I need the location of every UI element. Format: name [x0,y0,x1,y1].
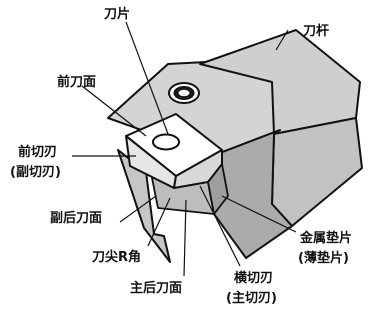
label-major-flank: 主后刀面 [130,280,182,296]
label-shim-line1: 金属垫片 [299,230,352,246]
shank-front-face [211,129,293,259]
label-shim-line2: (薄垫片) [298,250,349,266]
lock-screw [168,82,200,104]
leader-shim [221,195,297,233]
label-nose-radius: 刀尖R角 [92,249,141,265]
label-minor-flank: 副后刀面 [50,210,102,226]
leader-side-edge [199,185,241,267]
label-shank: 刀杆 [303,23,329,39]
insert-front-face [125,135,177,189]
leader-shank [275,29,289,51]
insert-side-face [173,149,223,189]
insert-hole-icon [152,133,180,151]
label-side-edge-line2: (主切刃) [226,290,277,306]
leader-minor-flank [119,195,157,223]
leader-nose-radius [147,197,171,247]
label-front-edge-line1: 前切刃 [18,144,57,160]
label-rake-face: 前刀面 [57,74,96,90]
screw-inner-icon [177,88,191,98]
leader-major-flank [183,199,187,277]
label-front-edge-line2: (副切刃) [10,165,61,180]
shank-side-face [271,117,363,227]
label-side-edge-line1: 横切刃 [234,270,273,286]
leader-rake-face [81,85,147,137]
metal-shim [151,163,229,215]
leader-insert [125,21,169,135]
label-insert: 刀片 [104,6,130,22]
leader-lines [72,21,297,277]
